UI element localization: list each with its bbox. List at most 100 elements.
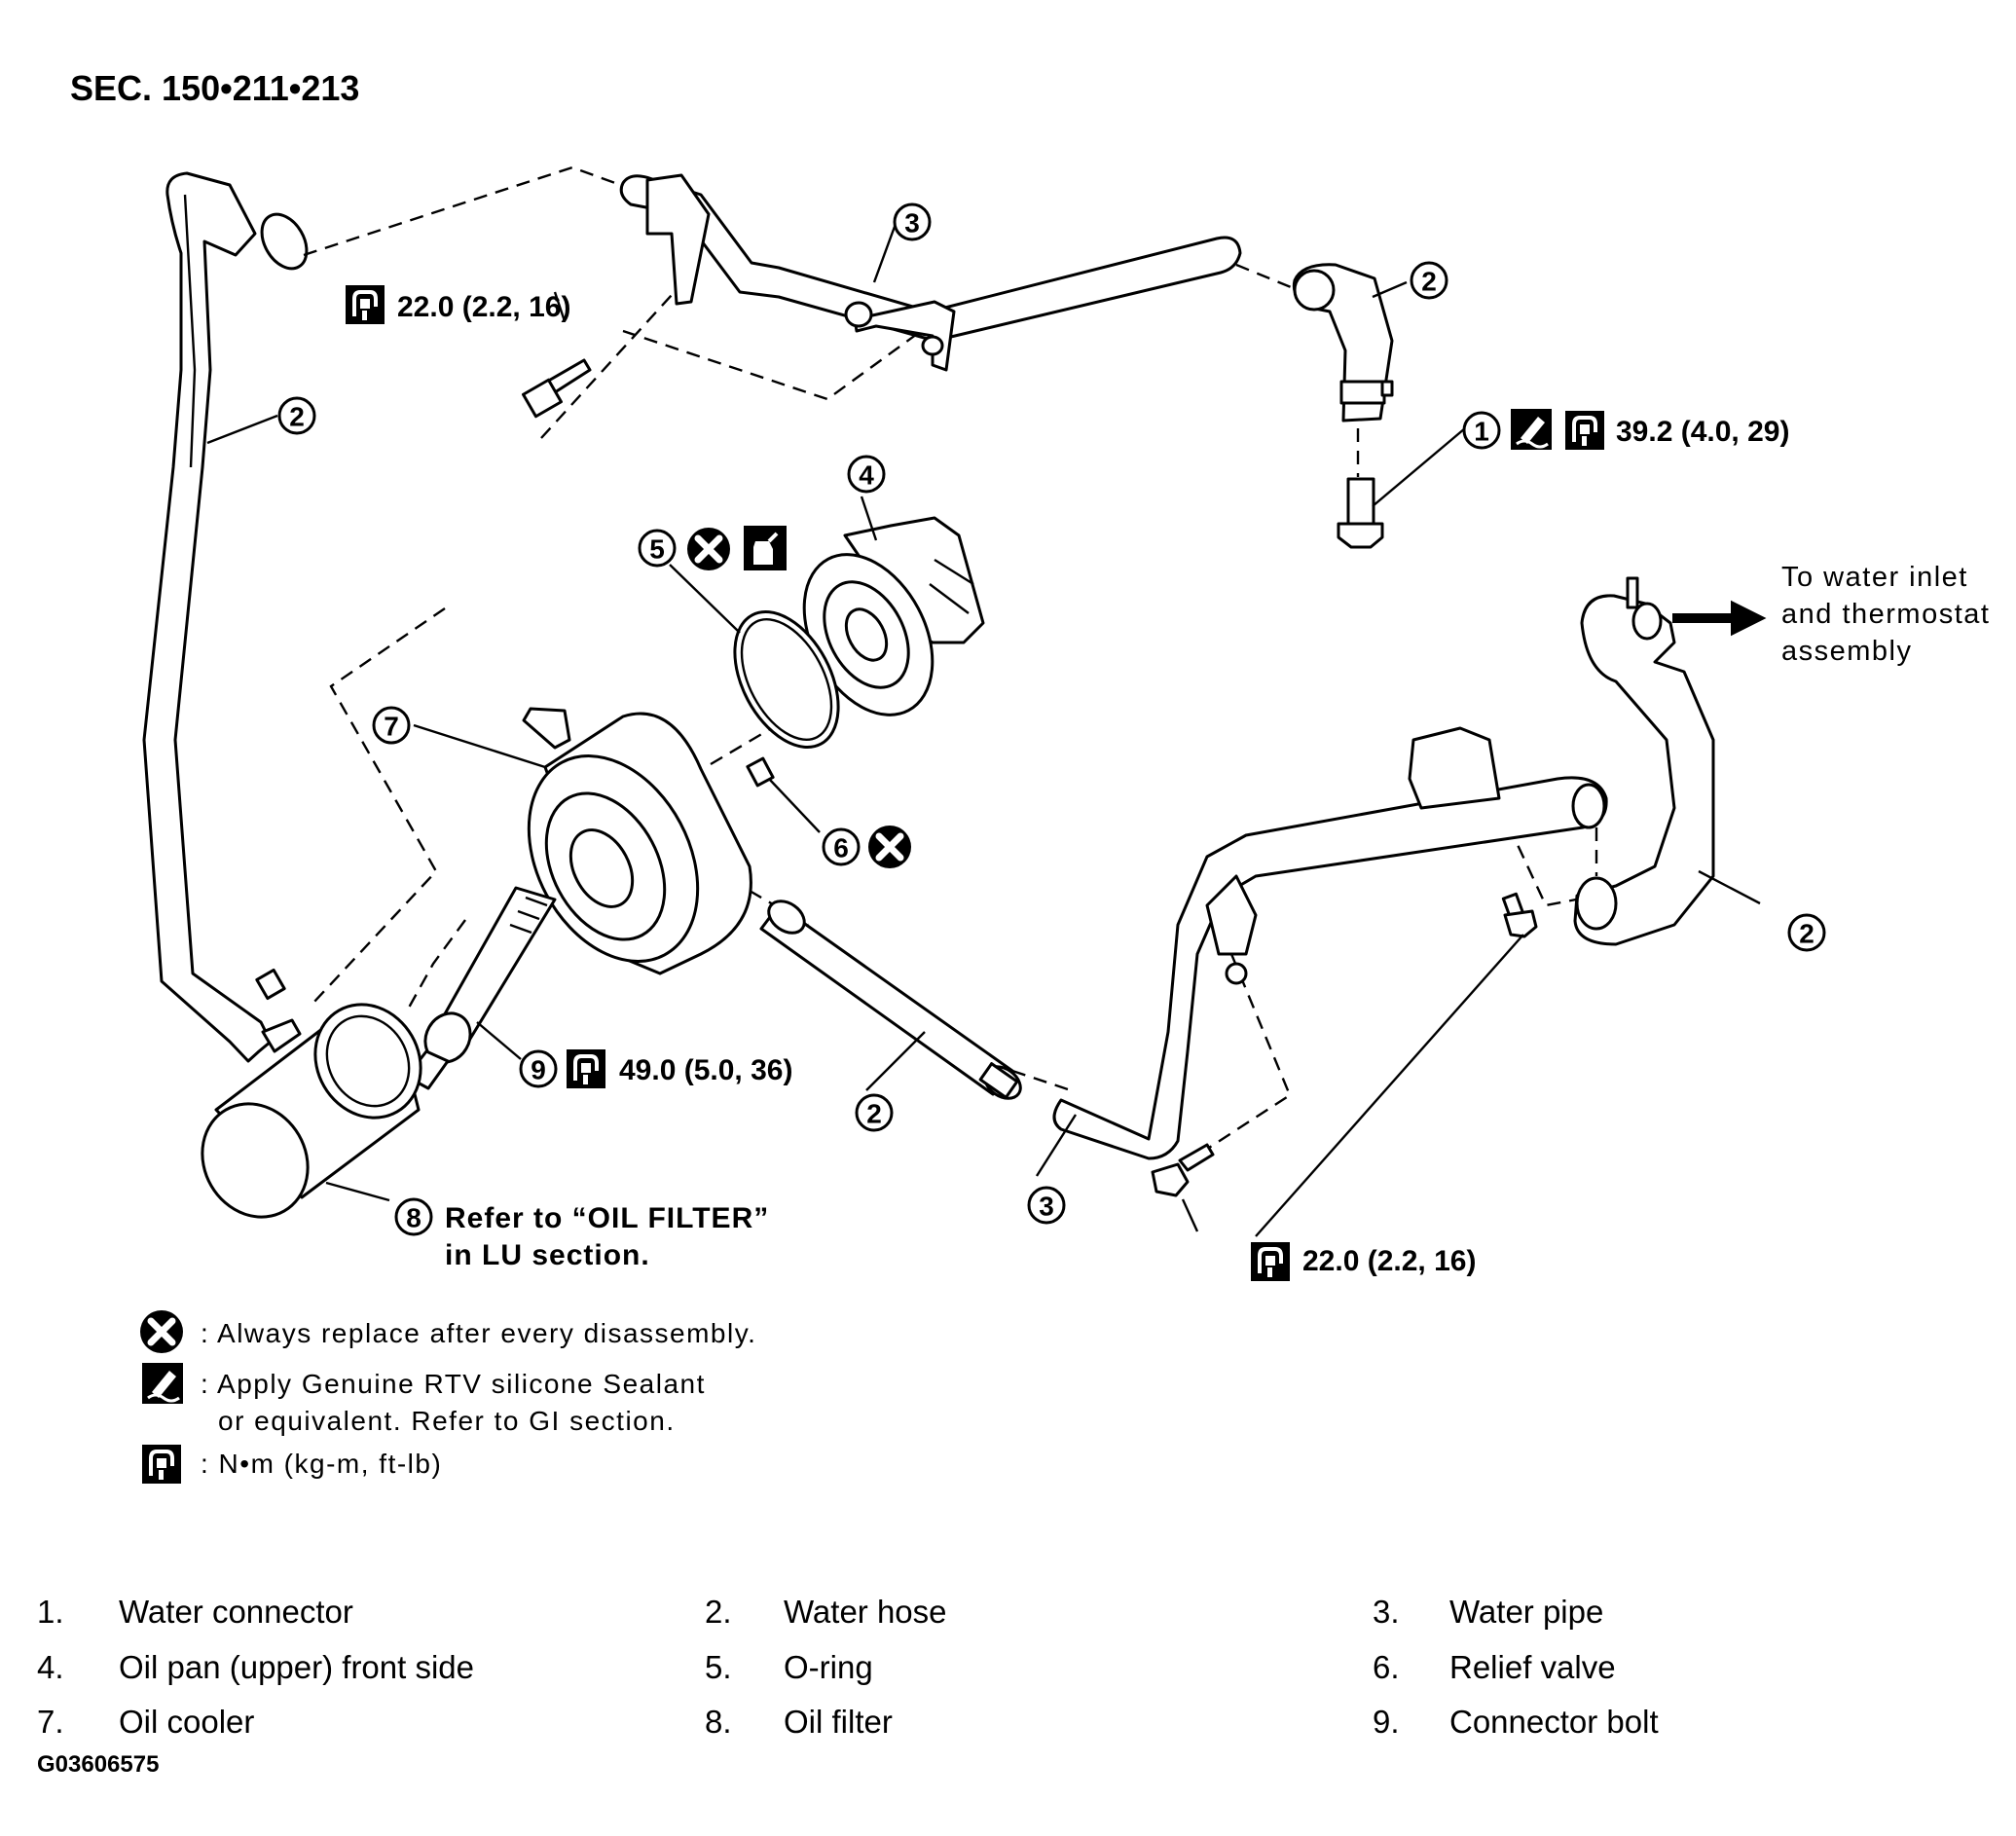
callout-3-upper: 3: [893, 202, 932, 241]
oil-can-icon: [742, 524, 788, 572]
svg-text:9: 9: [531, 1055, 546, 1085]
svg-text:6: 6: [833, 833, 849, 863]
list-item-num: 3.: [1373, 1594, 1400, 1630]
symbols-legend: : Always replace after every disassembly…: [140, 1310, 756, 1486]
svg-text:7: 7: [384, 712, 399, 742]
replace-icon: [140, 1310, 183, 1353]
svg-text:in LU section.: in LU section.: [445, 1239, 650, 1271]
torque-water-connector: 39.2 (4.0, 29): [1616, 416, 1789, 448]
top-bracket-bolt: [522, 358, 592, 419]
list-item-name: Relief valve: [1449, 1649, 1616, 1685]
dash-hose-to-pipe: [303, 165, 648, 257]
right-water-hose: [1573, 576, 1715, 946]
arrow-to-thermostat: [1672, 600, 1767, 637]
parts-list: 1. Water connector 2. Water hose 3. Wate…: [37, 1594, 1659, 1740]
list-item-num: 4.: [37, 1649, 64, 1685]
list-item-name: Oil cooler: [119, 1704, 254, 1740]
torque-wrench-icon: [1563, 409, 1606, 452]
callout-2-middle: 2: [855, 1093, 894, 1132]
thermostat-note: To water inlet and thermostat assembly: [1781, 562, 1990, 667]
list-item-name: Water pipe: [1449, 1594, 1603, 1630]
legend-sealant-text-2: or equivalent. Refer to GI section.: [218, 1406, 676, 1436]
section-title: SEC. 150•211•213: [70, 68, 359, 108]
svg-text:2: 2: [866, 1099, 882, 1129]
svg-text:2: 2: [1421, 267, 1437, 297]
o-ring: [733, 609, 840, 750]
list-item-num: 6.: [1373, 1649, 1400, 1685]
dash-cooler-to-bolt: [407, 919, 466, 1009]
figure-id: G03606575: [37, 1751, 159, 1778]
svg-text:5: 5: [649, 534, 665, 565]
torque-wrench-icon: [1249, 1240, 1292, 1283]
legend-replace-text: : Always replace after every disassembly…: [201, 1318, 756, 1348]
lower-water-pipe: [1052, 726, 1608, 1160]
oil-filter: [201, 1003, 422, 1219]
replace-icon: [687, 528, 730, 570]
callout-7: 7: [372, 706, 411, 745]
legend-torque-text: : N•m (kg-m, ft-lb): [201, 1449, 442, 1479]
upper-right-water-hose: [1292, 263, 1394, 422]
svg-text:8: 8: [406, 1203, 422, 1233]
dash-oil-cooler-outline: [312, 607, 446, 1004]
dash-bracket-low: [1191, 953, 1292, 1160]
torque-top-bracket: 22.0 (2.2, 16): [397, 291, 570, 323]
lower-bracket-bolt-right: [1501, 892, 1538, 938]
callout-2-right: 2: [1787, 913, 1826, 952]
list-item-num: 5.: [705, 1649, 732, 1685]
callout-6: 6: [822, 827, 861, 866]
list-item-num: 8.: [705, 1704, 732, 1740]
replace-icon: [868, 826, 911, 868]
o-ring-inner: [740, 618, 833, 741]
callout-4: 4: [847, 455, 886, 494]
torque-wrench-icon: [344, 283, 386, 326]
svg-text:3: 3: [904, 208, 920, 239]
callout-1: 1: [1462, 411, 1501, 450]
relief-valve: [746, 756, 775, 788]
oil-pan-front-side: [802, 516, 985, 716]
sealant-icon: [140, 1361, 185, 1406]
list-item-name: O-ring: [784, 1649, 873, 1685]
torque-connector-bolt: 49.0 (5.0, 36): [619, 1054, 792, 1086]
sealant-icon: [1509, 407, 1554, 452]
svg-text:2: 2: [289, 402, 305, 432]
svg-text:Refer to “OIL FILTER”: Refer to “OIL FILTER”: [445, 1202, 769, 1234]
torque-wrench-icon: [565, 1047, 607, 1090]
list-item-name: Connector bolt: [1449, 1704, 1659, 1740]
svg-text:assembly: assembly: [1781, 636, 1913, 667]
svg-text:and thermostat: and thermostat: [1781, 599, 1990, 630]
dash-bracket: [622, 320, 935, 401]
list-item-name: Oil pan (upper) front side: [119, 1649, 474, 1685]
svg-text:To water inlet: To water inlet: [1781, 562, 1968, 593]
list-item-name: Oil filter: [784, 1704, 893, 1740]
list-item-num: 2.: [705, 1594, 732, 1630]
list-item-num: 1.: [37, 1594, 64, 1630]
left-water-hose: [142, 171, 309, 1063]
water-connector-bolt: [1337, 477, 1384, 549]
upper-water-pipe: [619, 173, 1242, 372]
svg-text:2: 2: [1799, 919, 1814, 949]
callout-3-lower: 3: [1027, 1186, 1066, 1225]
torque-bottom-bracket: 22.0 (2.2, 16): [1302, 1245, 1476, 1277]
list-item-name: Water connector: [119, 1594, 353, 1630]
list-item-name: Water hose: [784, 1594, 947, 1630]
list-item-num: 9.: [1373, 1704, 1400, 1740]
oil-cooler: [522, 707, 752, 975]
callout-5: 5: [638, 529, 677, 568]
list-item-num: 7.: [37, 1704, 64, 1740]
callout-9: 9: [519, 1049, 558, 1088]
svg-text:1: 1: [1474, 417, 1489, 447]
legend-sealant-text: : Apply Genuine RTV silicone Sealant: [201, 1369, 706, 1399]
torque-wrench-icon: [140, 1443, 183, 1486]
callout-2-left: 2: [277, 396, 316, 435]
middle-water-hose: [759, 900, 1022, 1100]
leader-lines: [206, 223, 1761, 1237]
dash-hose-to-pipe-low: [1011, 1069, 1072, 1092]
svg-text:4: 4: [859, 460, 874, 491]
lower-bracket-bolt-left: [1151, 1143, 1215, 1197]
callout-2-upper-right: 2: [1410, 261, 1448, 300]
oil-filter-reference: Refer to “OIL FILTER” in LU section.: [445, 1202, 769, 1271]
callout-8: 8: [394, 1197, 433, 1236]
svg-text:3: 3: [1039, 1192, 1054, 1222]
dash-bolt-top: [540, 283, 682, 439]
